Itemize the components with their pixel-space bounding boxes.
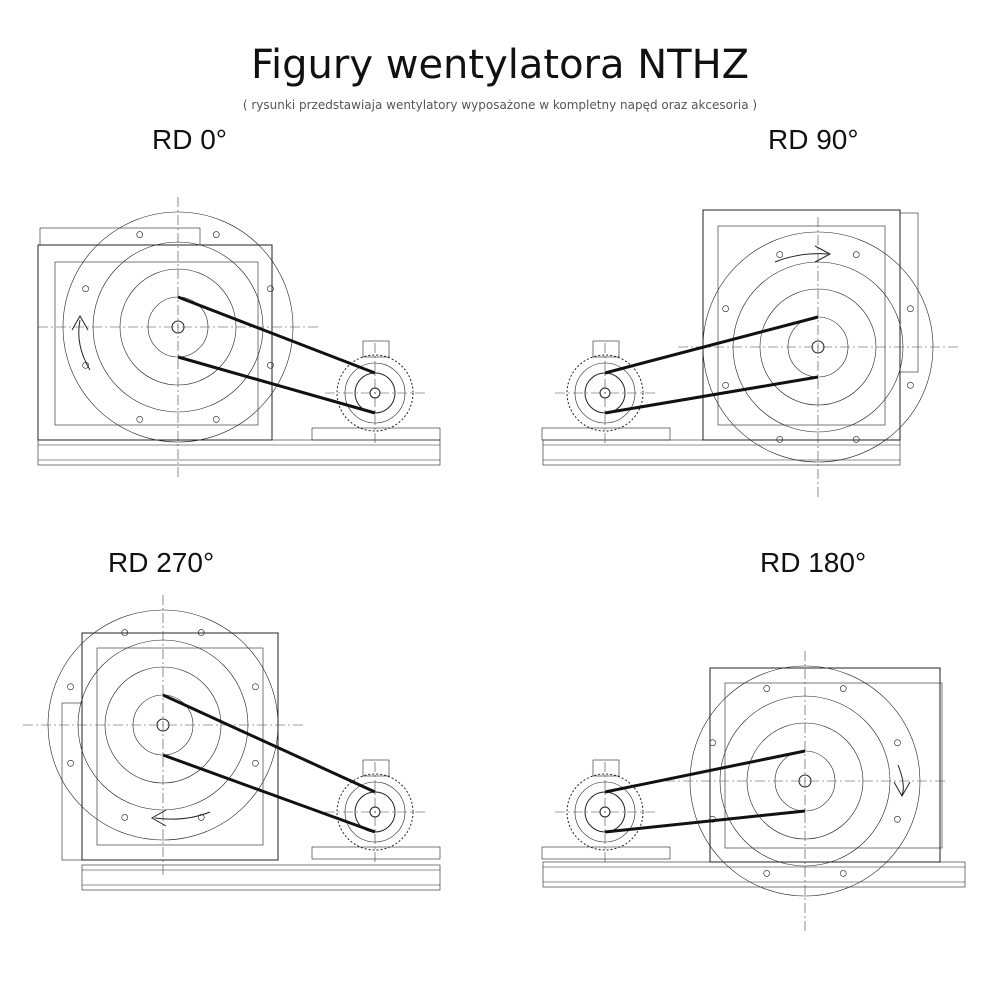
bolt: [67, 759, 74, 767]
bolt: [763, 870, 771, 877]
fan-housing: [81, 632, 279, 861]
figure-rd0: [37, 197, 441, 477]
belt: [162, 693, 376, 794]
rotation-arrow: [893, 764, 911, 798]
bolt: [894, 739, 901, 747]
bolt: [776, 251, 784, 258]
bolt: [252, 759, 259, 767]
motor-terminal-box: [592, 340, 620, 358]
motor-pedestal: [541, 846, 671, 860]
figure-label-rd180: RD 180°: [760, 547, 867, 578]
figure-label-rd270: RD 270°: [108, 547, 215, 578]
motor-pedestal: [541, 427, 671, 441]
bolt: [67, 683, 74, 691]
bolt: [197, 629, 205, 636]
bolt: [839, 685, 847, 692]
bolt: [267, 361, 274, 369]
motor-fins: [566, 354, 644, 432]
figure-rd90: [541, 209, 958, 497]
motor-terminal-box: [362, 340, 390, 358]
bolt: [121, 814, 129, 821]
figure-label-rd0: RD 0°: [152, 124, 227, 155]
belt: [604, 749, 806, 794]
base-frame: [542, 861, 966, 888]
bolt: [722, 305, 729, 313]
motor-pedestal: [311, 846, 441, 860]
rotation-arrow: [774, 245, 832, 263]
base-frame: [37, 439, 441, 466]
bolt: [121, 629, 129, 636]
bolt: [136, 231, 144, 238]
bolt: [136, 416, 144, 423]
base-frame: [542, 439, 901, 466]
base-frame: [81, 864, 441, 891]
belt: [604, 375, 819, 415]
belt: [177, 355, 376, 415]
bolt: [907, 305, 914, 313]
bolt: [212, 416, 220, 423]
motor-pedestal: [311, 427, 441, 441]
bolt: [776, 436, 784, 443]
bolt: [852, 436, 860, 443]
page-title: Figury wentylatora NTHZ: [250, 42, 750, 88]
bolt: [894, 815, 901, 823]
housing-inlet: [61, 702, 83, 861]
bolt: [722, 381, 729, 389]
bolt: [197, 814, 205, 821]
fan-inner-frame: [96, 647, 264, 846]
bolt: [267, 285, 274, 293]
bolt: [212, 231, 220, 238]
fan-housing: [37, 244, 273, 441]
fan-inner-frame: [724, 682, 943, 849]
motor-fins: [566, 773, 644, 851]
bolt: [839, 870, 847, 877]
belt: [177, 295, 376, 375]
fan-inner-frame: [717, 225, 886, 426]
figure-rd270: [23, 595, 441, 891]
motor-fins: [336, 354, 414, 432]
bolt: [252, 683, 259, 691]
rotation-arrow: [150, 809, 211, 827]
belt: [604, 315, 819, 375]
bolt: [852, 251, 860, 258]
motor-fins: [336, 773, 414, 851]
bolt: [709, 739, 716, 747]
bolt: [82, 285, 89, 293]
bolt: [763, 685, 771, 692]
figure-rd180: [541, 651, 966, 931]
motor-terminal-box: [362, 759, 390, 777]
belt: [162, 753, 376, 834]
housing-inlet: [39, 227, 201, 246]
page-subtitle: ( rysunki przedstawiaja wentylatory wypo…: [242, 98, 758, 112]
rotation-arrow: [71, 314, 91, 371]
belt: [604, 809, 806, 834]
fan-inner-frame: [54, 261, 259, 426]
bolt: [907, 381, 914, 389]
motor-terminal-box: [592, 759, 620, 777]
fan-housing: [709, 667, 941, 863]
figure-label-rd90: RD 90°: [768, 124, 859, 155]
